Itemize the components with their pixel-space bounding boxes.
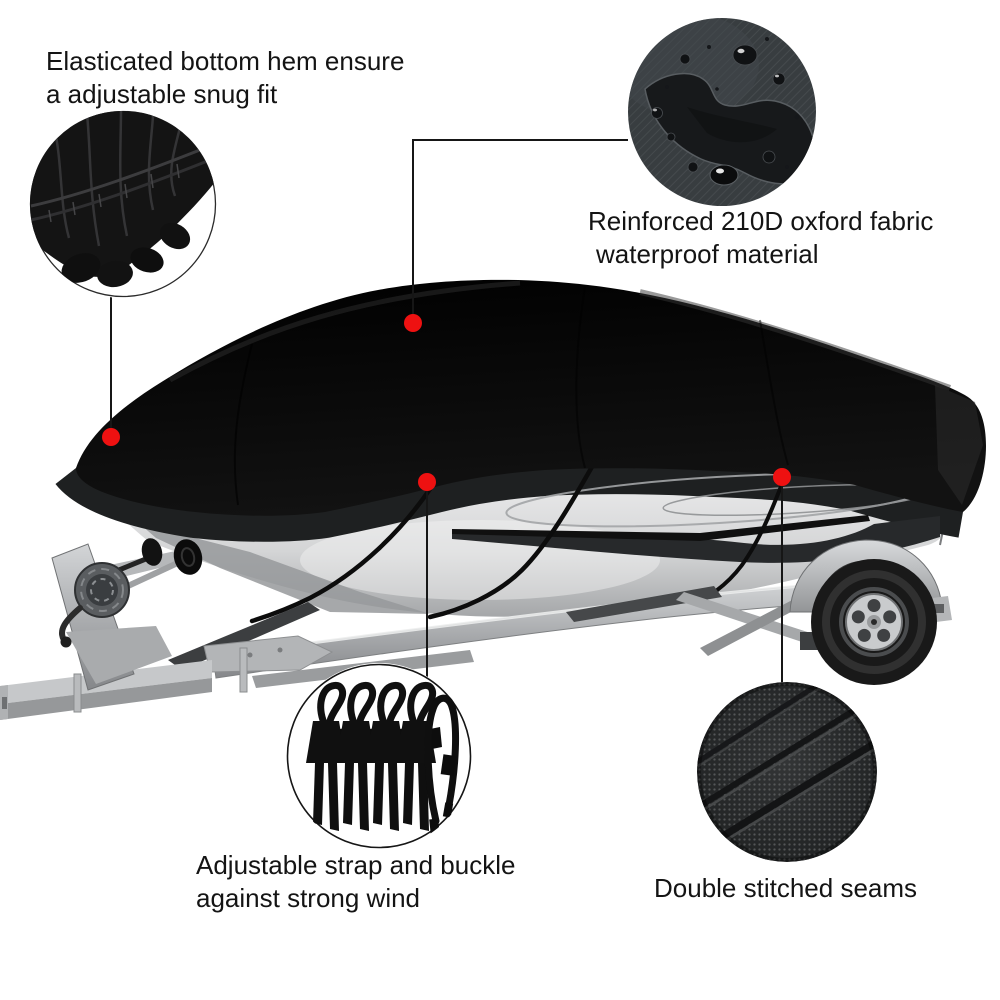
caption-straps-line1: Adjustable strap and buckle	[196, 850, 516, 880]
caption-seams: Double stitched seams	[654, 872, 917, 905]
marker-dot-seams	[773, 468, 791, 486]
straps-and-buckles-photo	[286, 663, 472, 849]
straps-and-buckles-image	[286, 663, 472, 849]
caption-straps: Adjustable strap and buckle against stro…	[196, 849, 515, 915]
marker-dot-waterproof	[404, 314, 422, 332]
connector-elastic-hem	[110, 297, 112, 437]
marker-dot-elastic-hem	[102, 428, 120, 446]
connector-waterproof-horizontal	[412, 139, 628, 141]
bow-stop-roller	[141, 538, 163, 566]
cover-strap-lines	[249, 462, 791, 624]
caption-elastic-hem-line1: Elasticated bottom hem ensure	[46, 46, 405, 76]
hull-stripes	[452, 515, 940, 563]
bow-stop-roller	[173, 539, 203, 575]
waterproof-fabric-image	[628, 18, 816, 206]
caption-waterproof-line1: Reinforced 210D oxford fabric	[588, 206, 934, 236]
boat-cover	[76, 279, 986, 516]
caption-elastic-hem: Elasticated bottom hem ensure a adjustab…	[46, 45, 404, 111]
strap-units	[306, 681, 442, 831]
elastic-hem-photo	[29, 110, 217, 298]
trailer	[0, 580, 865, 720]
stitched-seams-photo	[697, 682, 877, 862]
winch-assembly	[51, 538, 203, 691]
waterproof-fabric-photo	[627, 17, 817, 207]
connector-straps	[426, 482, 428, 678]
marker-dot-straps	[418, 473, 436, 491]
caption-seams-line1: Double stitched seams	[654, 873, 918, 903]
caption-waterproof-line2: waterproof material	[596, 239, 819, 269]
caption-waterproof: Reinforced 210D oxford fabric waterproof…	[588, 205, 933, 271]
trailer-wheel	[811, 559, 937, 685]
elastic-hem-fabric-image	[29, 110, 217, 298]
long-strap-loop	[424, 694, 460, 836]
connector-waterproof-vertical	[412, 140, 414, 323]
connector-seams	[781, 477, 783, 684]
caption-elastic-hem-line2: a adjustable snug fit	[46, 79, 278, 109]
stitched-seams-image	[697, 682, 877, 862]
caption-straps-line2: against strong wind	[196, 883, 421, 913]
